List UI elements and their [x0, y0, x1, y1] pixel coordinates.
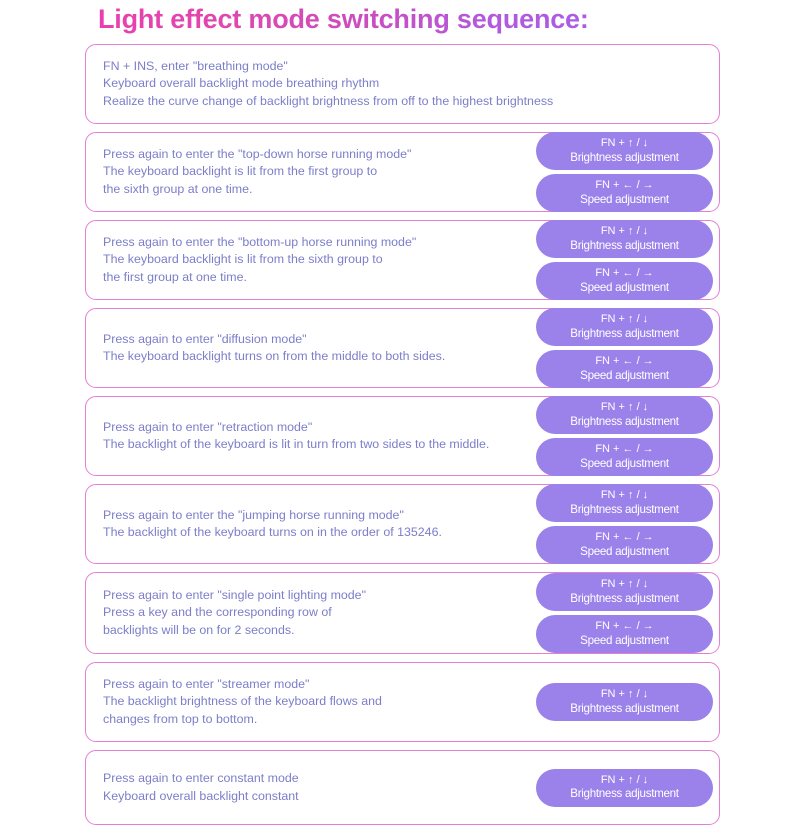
page-title: Light effect mode switching sequence:: [98, 4, 589, 34]
speed-adjustment-button[interactable]: FN + ← / → Speed adjustment: [536, 526, 713, 564]
brightness-shortcut-keys: FN + ↑ / ↓: [600, 137, 649, 149]
brightness-shortcut-action: Brightness adjustment: [570, 787, 679, 800]
brightness-adjustment-button[interactable]: FN + ↑ / ↓ Brightness adjustment: [536, 396, 713, 434]
mode-description: Press again to enter "diffusion mode" Th…: [103, 331, 446, 364]
mode-description: Press again to enter "retraction mode" T…: [103, 419, 490, 452]
mode-shortcuts: FN + ↑ / ↓ Brightness adjustment: [529, 683, 719, 721]
mode-description: Press again to enter "single point light…: [103, 587, 366, 637]
speed-shortcut-keys: FN + ← / →: [595, 443, 654, 455]
speed-shortcut-action: Speed adjustment: [580, 544, 669, 558]
speed-adjustment-button[interactable]: FN + ← / → Speed adjustment: [536, 350, 713, 388]
speed-adjustment-button[interactable]: FN + ← / → Speed adjustment: [536, 438, 713, 476]
mode-row: Press again to enter "single point light…: [85, 572, 720, 654]
mode-description: Press again to enter the "bottom-up hors…: [103, 234, 417, 284]
brightness-adjustment-button[interactable]: FN + ↑ / ↓ Brightness adjustment: [536, 573, 713, 611]
speed-shortcut-keys: FN + ← / →: [595, 179, 654, 191]
brightness-shortcut-keys: FN + ↑ / ↓: [600, 225, 649, 237]
mode-shortcuts: FN + ↑ / ↓ Brightness adjustment FN + ← …: [529, 396, 719, 476]
speed-shortcut-action: Speed adjustment: [580, 368, 669, 382]
mode-row: FN + INS, enter "breathing mode" Keyboar…: [85, 44, 720, 124]
speed-shortcut-action: Speed adjustment: [580, 633, 669, 647]
speed-shortcut-action: Speed adjustment: [580, 280, 669, 294]
brightness-shortcut-keys: FN + ↑ / ↓: [600, 489, 649, 501]
mode-shortcuts: FN + ↑ / ↓ Brightness adjustment: [529, 768, 719, 807]
speed-adjustment-button[interactable]: FN + ← / → Speed adjustment: [536, 174, 713, 212]
brightness-shortcut-action: Brightness adjustment: [570, 414, 679, 428]
brightness-shortcut-action: Brightness adjustment: [570, 701, 679, 715]
speed-adjustment-button[interactable]: FN + ← / → Speed adjustment: [536, 262, 713, 300]
speed-shortcut-keys: FN + ← / →: [595, 531, 654, 543]
mode-row: Press again to enter the "bottom-up hors…: [85, 220, 720, 300]
mode-row: Press again to enter "retraction mode" T…: [85, 396, 720, 476]
mode-description: Press again to enter the "top-down horse…: [103, 146, 412, 196]
brightness-shortcut-action: Brightness adjustment: [570, 591, 679, 605]
brightness-adjustment-button[interactable]: FN + ↑ / ↓ Brightness adjustment: [536, 220, 713, 258]
mode-shortcuts: FN + ↑ / ↓ Brightness adjustment FN + ← …: [529, 308, 719, 388]
light-effect-guide-page: Light effect mode switching sequence: FN…: [85, 4, 720, 825]
mode-description: FN + INS, enter "breathing mode" Keyboar…: [103, 58, 554, 108]
mode-row: Press again to enter "streamer mode" The…: [85, 662, 720, 742]
mode-shortcuts: FN + ↑ / ↓ Brightness adjustment FN + ← …: [529, 132, 719, 212]
mode-row: Press again to enter "diffusion mode" Th…: [85, 308, 720, 388]
brightness-adjustment-button[interactable]: FN + ↑ / ↓ Brightness adjustment: [536, 768, 713, 807]
mode-list: FN + INS, enter "breathing mode" Keyboar…: [85, 44, 720, 833]
brightness-adjustment-button[interactable]: FN + ↑ / ↓ Brightness adjustment: [536, 484, 713, 522]
brightness-adjustment-button[interactable]: FN + ↑ / ↓ Brightness adjustment: [536, 683, 713, 721]
mode-row: Press again to enter the "jumping horse …: [85, 484, 720, 564]
speed-adjustment-button[interactable]: FN + ← / → Speed adjustment: [536, 615, 713, 653]
brightness-shortcut-action: Brightness adjustment: [570, 502, 679, 516]
speed-shortcut-action: Speed adjustment: [580, 192, 669, 206]
brightness-adjustment-button[interactable]: FN + ↑ / ↓ Brightness adjustment: [536, 132, 713, 170]
mode-description: Press again to enter the "jumping horse …: [103, 507, 442, 540]
brightness-shortcut-keys: FN + ↑ / ↓: [600, 688, 649, 700]
mode-shortcuts: FN + ↑ / ↓ Brightness adjustment FN + ← …: [529, 220, 719, 300]
brightness-shortcut-action: Brightness adjustment: [570, 238, 679, 252]
mode-shortcuts: FN + ↑ / ↓ Brightness adjustment FN + ← …: [529, 573, 719, 653]
mode-row: Press again to enter constant mode Keybo…: [85, 750, 720, 825]
brightness-adjustment-button[interactable]: FN + ↑ / ↓ Brightness adjustment: [536, 308, 713, 346]
brightness-shortcut-keys: FN + ↑ / ↓: [600, 401, 649, 413]
mode-row: Press again to enter the "top-down horse…: [85, 132, 720, 212]
mode-description: Press again to enter "streamer mode" The…: [103, 676, 382, 726]
mode-shortcuts: FN + ↑ / ↓ Brightness adjustment FN + ← …: [529, 484, 719, 564]
speed-shortcut-keys: FN + ← / →: [595, 267, 654, 279]
speed-shortcut-keys: FN + ← / →: [595, 355, 654, 367]
brightness-shortcut-keys: FN + ↑ / ↓: [600, 578, 649, 590]
brightness-shortcut-keys: FN + ↑ / ↓: [600, 773, 649, 786]
brightness-shortcut-keys: FN + ↑ / ↓: [600, 313, 649, 325]
mode-description: Press again to enter constant mode Keybo…: [103, 771, 299, 803]
brightness-shortcut-action: Brightness adjustment: [570, 150, 679, 164]
speed-shortcut-keys: FN + ← / →: [595, 620, 654, 632]
speed-shortcut-action: Speed adjustment: [580, 456, 669, 470]
brightness-shortcut-action: Brightness adjustment: [570, 326, 679, 340]
